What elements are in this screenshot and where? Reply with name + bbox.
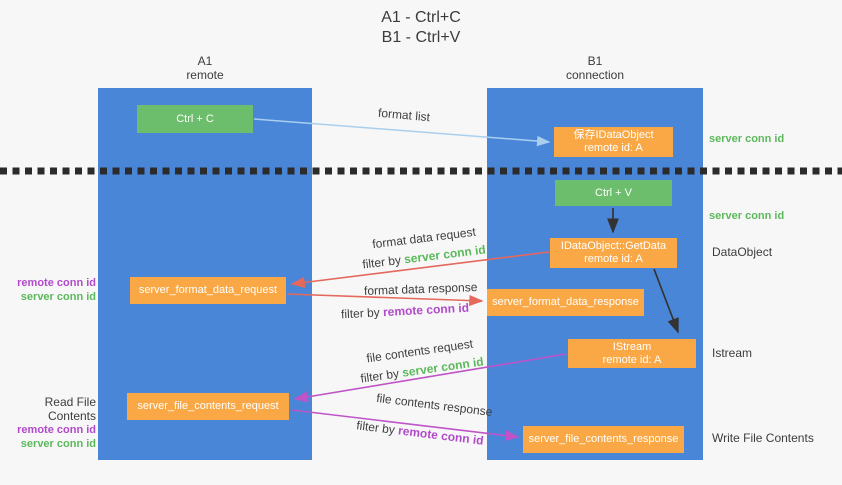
format-data-response-arrow <box>286 293 484 307</box>
server-file-contents-request-label: server_file_contents_request <box>137 400 279 412</box>
left-conn-id-group-file: Read File Contents remote conn id server… <box>0 395 96 451</box>
lane-header-b1: B1 connection <box>487 54 703 82</box>
server-conn-id-label-mid: server conn id <box>709 210 785 222</box>
ctrl-c-label: Ctrl + C <box>176 112 214 125</box>
diagram-title: A1 - Ctrl+C B1 - Ctrl+V <box>0 8 842 48</box>
left-conn-id-group-format: remote conn id server conn id <box>0 276 96 304</box>
istream-side-label: Istream <box>712 346 753 360</box>
server-conn-id-label: server conn id <box>20 291 96 303</box>
idataobject-getdata-line1: IDataObject::GetData <box>560 240 667 252</box>
lane-a1-name: A1 <box>197 54 213 68</box>
ctrl-v-box[interactable]: Ctrl + V <box>555 180 672 206</box>
server-file-contents-request-box[interactable]: server_file_contents_request <box>127 393 289 420</box>
save-idataobject-line2: remote id: A <box>584 142 643 154</box>
idataobject-getdata-box[interactable]: IDataObject::GetData remote id: A <box>550 238 677 268</box>
lane-b1-subtitle: connection <box>565 68 625 82</box>
server-format-data-request-label: server_format_data_request <box>138 284 278 296</box>
save-idataobject-box[interactable]: 保存IDataObject remote id: A <box>554 127 673 157</box>
server-file-contents-response-label: server_file_contents_response <box>528 433 679 445</box>
server-file-contents-response-box[interactable]: server_file_contents_response <box>523 426 684 453</box>
lane-b1-name: B1 <box>587 54 603 68</box>
save-idataobject-line1: 保存IDataObject <box>573 129 654 141</box>
server-format-data-request-box[interactable]: server_format_data_request <box>130 277 286 304</box>
lane-a1-subtitle: remote <box>186 68 224 82</box>
server-format-data-response-label: server_format_data_response <box>492 296 639 308</box>
istream-line2: remote id: A <box>602 353 662 366</box>
ctrl-v-label: Ctrl + V <box>595 186 632 199</box>
title-line-a1: A1 - Ctrl+C <box>381 9 461 26</box>
server-format-data-response-box[interactable]: server_format_data_response <box>487 289 644 316</box>
file-contents-response-arrow <box>291 409 520 442</box>
read-file-contents-label: Read File Contents <box>44 395 96 423</box>
istream-box[interactable]: IStream remote id: A <box>568 339 696 368</box>
format-list-arrow <box>253 118 551 147</box>
write-file-contents-label: Write File Contents <box>712 431 814 445</box>
dataobject-label: DataObject <box>712 245 773 259</box>
idataobject-getdata-line2: remote id: A <box>584 253 643 265</box>
getdata-to-istream-arrow <box>653 268 679 334</box>
ctrl-c-box[interactable]: Ctrl + C <box>137 105 253 133</box>
remote-conn-id-label: remote conn id <box>17 424 96 436</box>
file-contents-request-arrow <box>293 353 567 403</box>
filter-by-prefix: filter by <box>340 305 384 322</box>
remote-conn-id-label: remote conn id <box>17 277 96 289</box>
title-line-b1: B1 - Ctrl+V <box>381 29 461 46</box>
format-data-request-arrow <box>290 251 550 288</box>
istream-line1: IStream <box>612 340 652 353</box>
lane-header-a1: A1 remote <box>98 54 312 82</box>
server-conn-id-label-top: server conn id <box>709 133 785 145</box>
server-conn-id-label: server conn id <box>20 438 96 450</box>
